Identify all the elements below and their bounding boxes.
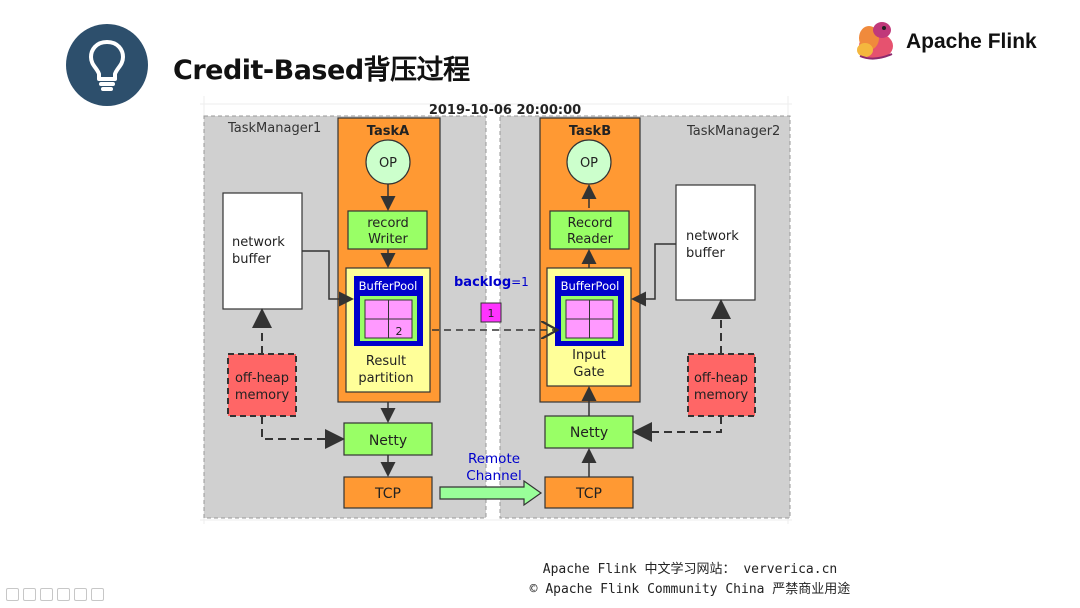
record-reader-label-2: Reader — [567, 232, 614, 247]
footer-line-1: Apache Flink 中文学习网站： ververica.cn — [542, 562, 838, 577]
task-a-title: TaskA — [367, 124, 409, 139]
record-writer-label-1: record — [367, 216, 409, 231]
task-a-netty-label: Netty — [369, 433, 407, 449]
input-gate-label-1: Input — [572, 348, 606, 363]
result-partition-label-2: partition — [358, 371, 413, 386]
left-network-buffer — [222, 192, 303, 310]
grid-icon[interactable] — [23, 588, 36, 601]
left-network-buffer-label-2: buffer — [232, 252, 271, 267]
right-network-buffer-label-2: buffer — [686, 246, 725, 261]
backlog-label: backlog=1 — [454, 275, 529, 290]
input-gate-label-2: Gate — [573, 365, 604, 380]
brand: Apache Flink — [852, 16, 1052, 62]
in-flight-buffer-label: 1 — [488, 307, 495, 320]
squirrel-logo-icon — [857, 22, 893, 60]
task-a-bufferpool-label: BufferPool — [359, 279, 418, 293]
record-writer-box — [347, 210, 428, 250]
brand-name: Apache Flink — [906, 30, 1037, 53]
pen-icon[interactable] — [6, 588, 19, 601]
left-network-buffer-label-1: network — [232, 235, 285, 250]
task-a-netty — [343, 422, 433, 456]
credit-based-diagram: 2019-10-06 20:00:00 TaskManager1 TaskMan… — [200, 96, 792, 524]
eraser-icon[interactable] — [40, 588, 53, 601]
taskmanager1-label: TaskManager1 — [227, 121, 321, 136]
right-offheap-label-1: off-heap — [694, 371, 748, 386]
left-offheap-label-2: memory — [235, 388, 290, 403]
right-network-buffer — [675, 184, 756, 301]
task-b-tcp-label: TCP — [575, 486, 602, 502]
lightbulb-icon — [66, 24, 148, 106]
slides-icon[interactable] — [91, 588, 104, 601]
remote-channel-arrow — [439, 479, 543, 507]
record-reader-box — [549, 210, 630, 250]
task-b-netty-label: Netty — [570, 425, 608, 441]
timestamp: 2019-10-06 20:00:00 — [429, 103, 581, 118]
page-title: Credit-Based背压过程 — [173, 55, 470, 86]
footer-line-2: © Apache Flink Community China 严禁商业用途 — [529, 582, 851, 597]
task-b-tcp — [544, 476, 634, 509]
highlighter-icon[interactable] — [57, 588, 70, 601]
pointer-icon[interactable] — [74, 588, 87, 601]
record-reader-label-1: Record — [568, 216, 613, 231]
taskmanager2-label: TaskManager2 — [686, 124, 780, 139]
in-flight-buffer — [480, 302, 502, 323]
footer: Apache Flink 中文学习网站： ververica.cn © Apac… — [470, 560, 910, 600]
result-partition-label-1: Result — [366, 354, 406, 369]
slide-toolbar — [6, 588, 104, 602]
remote-channel-label-2: Channel — [466, 468, 521, 484]
task-a-tcp-label: TCP — [374, 486, 401, 502]
left-offheap-label-1: off-heap — [235, 371, 289, 386]
remote-channel-label-1: Remote — [468, 451, 520, 467]
left-offheap-memory — [227, 353, 297, 417]
task-b-title: TaskB — [569, 124, 611, 139]
task-b-op-label: OP — [580, 156, 598, 171]
task-b-bufferpool-label: BufferPool — [561, 279, 620, 293]
memory-dashed-arrows — [252, 299, 731, 449]
right-offheap-label-2: memory — [694, 388, 749, 403]
record-writer-label-2: Writer — [368, 232, 408, 247]
right-network-buffer-label-1: network — [686, 229, 739, 244]
task-a-buffer-count: 2 — [396, 325, 403, 338]
task-a-tcp — [343, 476, 433, 509]
dataflow-arrows — [302, 184, 676, 477]
task-a-op-label: OP — [379, 156, 397, 171]
